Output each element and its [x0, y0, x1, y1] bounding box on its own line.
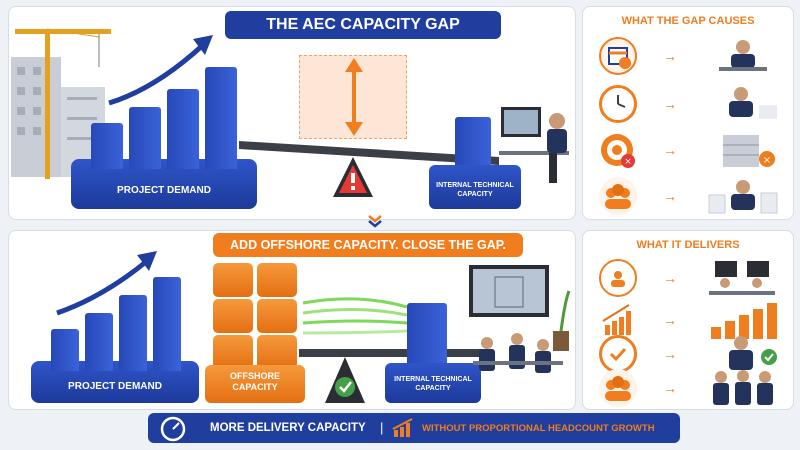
tile-structure-icon	[257, 335, 297, 369]
deliver-row-3: →	[593, 329, 783, 373]
tile-gear-icon	[213, 335, 253, 369]
cause-row-3: × → ×	[593, 129, 783, 171]
growth-bars-icon	[599, 301, 637, 339]
delivers-panel: WHAT IT DELIVERS → → → →	[582, 230, 794, 410]
internal-capacity-block-2: INTERNAL TECHNICAL CAPACITY	[385, 363, 481, 403]
people-group-icon	[599, 177, 637, 215]
overwhelmed-worker-icon	[708, 180, 778, 214]
footer-divider: |	[380, 420, 384, 435]
footer-left-text: MORE DELIVERY CAPACITY	[210, 422, 366, 434]
target-miss-icon: ×	[599, 131, 637, 169]
thumbs-up-worker-icon	[729, 336, 777, 370]
demand-bar-4	[205, 67, 237, 169]
cause-arrow-icon: →	[663, 142, 677, 158]
cause-arrow-icon: →	[663, 48, 677, 64]
tile-network-icon	[257, 299, 297, 333]
growth-arrow-icon	[108, 35, 213, 106]
cause-arrow-icon: →	[663, 188, 677, 204]
cause-arrow-icon: →	[663, 96, 677, 112]
check-icon	[345, 387, 346, 388]
demand-bar-2	[129, 107, 161, 169]
deliver-arrow-icon: →	[663, 312, 677, 328]
demand-bars-2	[51, 271, 191, 371]
svg-text:×: ×	[624, 157, 632, 167]
stalled-building-icon: ×	[723, 135, 775, 167]
deliver-arrow-icon: →	[663, 380, 677, 396]
double-arrow-icon	[345, 58, 363, 136]
team-cycle-icon	[599, 259, 637, 297]
growth-chart-icon	[392, 418, 413, 437]
team-workspace-icon	[469, 265, 571, 373]
solution-panel: ADD OFFSHORE CAPACITY. CLOSE THE GAP. PR…	[8, 230, 576, 410]
demand-bar-2-4	[153, 277, 181, 371]
tile-drawing-icon	[213, 263, 253, 297]
offshore-label: OFFSHORE CAPACITY	[229, 371, 280, 392]
cause-row-1: →	[593, 35, 783, 77]
gap-title: THE AEC CAPACITY GAP	[225, 11, 501, 39]
project-demand-label-2: PROJECT DEMAND	[68, 381, 162, 392]
confident-team-icon	[713, 370, 773, 405]
engineer-workstation-icon	[499, 107, 569, 183]
stopwatch-icon	[599, 85, 637, 123]
deliver-row-4: →	[593, 367, 783, 409]
growth-arrow-icon-2	[56, 251, 157, 316]
cause-row-4: →	[593, 175, 783, 217]
demand-bar-3	[167, 89, 199, 169]
footer-banner: MORE DELIVERY CAPACITY | WITHOUT PROPORT…	[148, 413, 680, 443]
solution-banner: ADD OFFSHORE CAPACITY. CLOSE THE GAP.	[213, 233, 523, 257]
stressed-worker-icon	[719, 40, 767, 71]
offshore-stack	[209, 261, 305, 371]
chevron-down-icon	[368, 215, 382, 228]
causes-panel: WHAT THE GAP CAUSES → → × → × →	[582, 6, 794, 220]
seesaw-beam	[239, 141, 499, 197]
team-at-screens-icon	[709, 261, 775, 295]
demand-bars	[91, 57, 251, 169]
demand-bar-2-3	[119, 295, 147, 371]
calendar-clock-icon	[599, 37, 637, 75]
offshore-block: OFFSHORE CAPACITY	[205, 365, 305, 403]
capacity-flow-lines	[302, 297, 408, 335]
tile-document-icon	[213, 299, 253, 333]
internal-capacity-label: INTERNAL TECHNICAL CAPACITY	[436, 182, 514, 198]
demand-bar-1	[91, 123, 123, 169]
footer-right-text: WITHOUT PROPORTIONAL HEADCOUNT GROWTH	[422, 423, 655, 434]
demand-bar-2-2	[85, 313, 113, 371]
internal-capacity-label-2: INTERNAL TECHNICAL CAPACITY	[394, 376, 472, 392]
project-demand-label: PROJECT DEMAND	[117, 185, 211, 196]
seesaw-level	[299, 349, 489, 403]
gap-indicator	[299, 55, 407, 139]
rising-bars-icon	[711, 303, 777, 339]
team-icon	[599, 369, 637, 407]
tile-blueprint-icon	[257, 263, 297, 297]
causes-title: WHAT THE GAP CAUSES	[621, 15, 755, 27]
cause-row-2: →	[593, 83, 783, 125]
internal-capacity-bar	[455, 117, 491, 167]
deliver-arrow-icon: →	[663, 346, 677, 362]
speedometer-icon	[160, 416, 186, 442]
deliver-row-2: →	[593, 299, 783, 341]
internal-capacity-block: INTERNAL TECHNICAL CAPACITY	[429, 165, 521, 209]
delivers-title: WHAT IT DELIVERS	[636, 239, 740, 251]
deliver-row-1: →	[593, 257, 783, 299]
worker-on-phone-icon	[729, 87, 777, 119]
svg-text:×: ×	[763, 155, 771, 166]
demand-bar-2-1	[51, 329, 79, 371]
deliver-arrow-icon: →	[663, 270, 677, 286]
internal-capacity-bar-2	[407, 303, 447, 365]
warning-icon	[339, 167, 340, 168]
gap-panel: PROJECT DEMAND THE AEC CAPACITY GAP INTE…	[8, 6, 576, 220]
